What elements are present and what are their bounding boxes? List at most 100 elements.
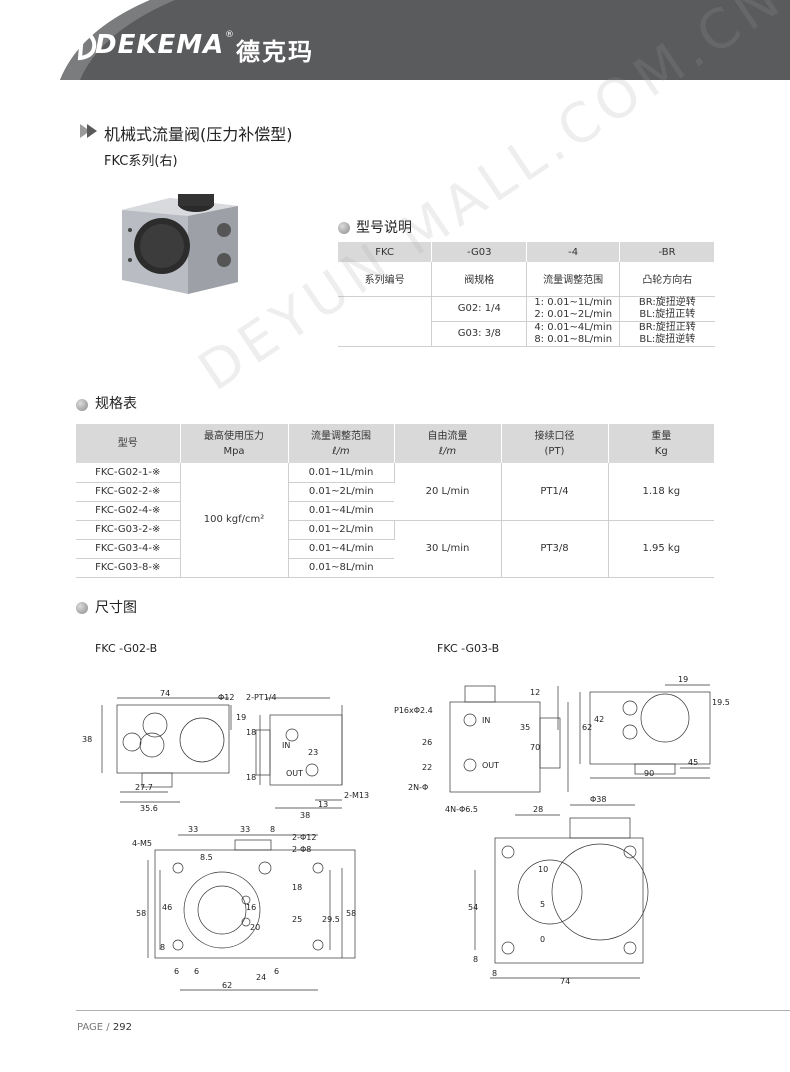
model-dir-1: BR:旋扭逆转 xyxy=(638,296,696,308)
model-dir-4: BL:旋扭逆转 xyxy=(639,333,696,345)
dim-text: 2-Φ8 xyxy=(292,845,311,854)
spec-flow-cell: 0.01~2L/min xyxy=(288,520,395,540)
dim-text: 54 xyxy=(468,903,478,912)
spec-header-freeflow-l1: 自由流量 xyxy=(427,430,468,442)
dim-text: 25 xyxy=(292,915,302,924)
dim-text: 2-PT1/4 xyxy=(246,693,277,702)
dim-text: 8 xyxy=(473,955,478,964)
model-header-size: -G03 xyxy=(431,242,528,262)
table-row: FKC-G02-2-※ 0.01~2L/min xyxy=(76,482,714,502)
dim-text: 12 xyxy=(530,688,540,697)
spec-weight-g02: 1.18 kg xyxy=(608,463,714,521)
spec-header-port-l2: (PT) xyxy=(544,445,565,457)
model-flow-2: 2: 0.01~2L/min xyxy=(534,308,613,320)
spec-flow-cell: 0.01~4L/min xyxy=(288,501,394,521)
dim-text: 6 xyxy=(194,967,199,976)
spec-flow-cell: 0.01~1L/min xyxy=(288,463,395,483)
brand-chinese-name: 德克玛 xyxy=(236,38,314,66)
dim-text: 13 xyxy=(318,800,328,809)
model-flow-1: 1: 0.01~1L/min xyxy=(534,296,613,308)
dim-text: 8 xyxy=(160,943,165,952)
dim-text: 62 xyxy=(582,723,592,732)
dim-text: 58 xyxy=(136,909,146,918)
dim-text: 46 xyxy=(162,903,172,912)
dim-text: 6 xyxy=(174,967,179,976)
spec-header-freeflow-l2: ℓ/m xyxy=(438,445,457,457)
dim-text: 5 xyxy=(540,900,545,909)
table-row: FKC-G02-4-※ 0.01~4L/min xyxy=(76,501,714,521)
dim-text: 33 xyxy=(240,825,250,834)
dim-text: 42 xyxy=(594,715,604,724)
dim-text: IN xyxy=(482,716,490,725)
model-header-flow: -4 xyxy=(526,242,621,262)
dim-text: 0 xyxy=(540,935,545,944)
spec-model-cell: FKC-G02-1-※ xyxy=(76,463,181,483)
dim-text: Φ12 xyxy=(218,693,234,702)
dim-text: 28 xyxy=(533,805,543,814)
dim-text: 45 xyxy=(688,758,698,767)
dim-text: OUT xyxy=(482,761,499,770)
spec-header-flow-l2: ℓ/m xyxy=(332,445,350,457)
title-arrow-icon xyxy=(80,124,97,138)
page-number: PAGE / 292 xyxy=(77,1022,132,1033)
model-section-bullet-icon xyxy=(338,222,350,234)
model-desc-series: 系列编号 xyxy=(338,262,433,297)
dim-text: P16xΦ2.4 xyxy=(394,706,433,715)
dim-text: 27.7 xyxy=(135,783,153,792)
spec-header-model-l1: 型号 xyxy=(117,438,138,449)
spec-port-g03: PT3/8 xyxy=(501,520,609,578)
dim-text: 24 xyxy=(256,973,266,982)
model-desc-direction: 凸轮方向右 xyxy=(619,262,715,297)
dim-section-heading: 尺寸图 xyxy=(95,600,137,616)
dim-text: 23 xyxy=(308,748,318,757)
spec-header-weight-l2: Kg xyxy=(654,445,668,457)
brand-wordmark: DEKEMA xyxy=(95,30,225,60)
spec-pressure-cell: 100 kgf/cm² xyxy=(180,463,289,578)
page-label: PAGE / xyxy=(77,1022,110,1033)
dim-text: 35.6 xyxy=(140,804,158,813)
spec-header-weight-l1: 重量 xyxy=(651,430,672,442)
drawing-label-g03: FKC -G03-B xyxy=(437,642,500,655)
dim-text: 19 xyxy=(236,713,246,722)
dim-text: Φ38 xyxy=(590,795,606,804)
dim-text: 70 xyxy=(530,743,540,752)
dim-text: 22 xyxy=(422,763,432,772)
dim-text: 29.5 xyxy=(322,915,340,924)
model-flow-cell-1: 1: 0.01~1L/min 2: 0.01~2L/min xyxy=(526,296,621,322)
dim-text: 16 xyxy=(246,903,256,912)
spec-header-pressure-l1: 最高使用压力 xyxy=(204,430,264,442)
dim-text: 8 xyxy=(492,969,497,978)
spec-weight-g03: 1.95 kg xyxy=(608,520,714,578)
dim-text: 10 xyxy=(538,865,548,874)
footer-divider xyxy=(76,1010,790,1011)
brand-registered-mark: ® xyxy=(225,30,234,40)
dim-text: 74 xyxy=(160,689,170,698)
model-flow-4: 4: 0.01~4L/min xyxy=(534,321,613,333)
product-photo xyxy=(122,194,238,294)
dim-text: 20 xyxy=(250,923,260,932)
spec-section-bullet-icon xyxy=(76,399,88,411)
dimension-drawings: 74 Φ12 19 38 27.7 35.6 2-PT1/4 18 18 23 … xyxy=(82,675,730,991)
spec-flow-cell: 0.01~2L/min xyxy=(288,482,394,502)
table-row: FKC-G03-8-※ 0.01~8L/min xyxy=(76,558,714,578)
dim-text: 8.5 xyxy=(200,853,213,862)
dim-text: 18 xyxy=(292,883,302,892)
dim-text: 2N-Φ xyxy=(408,783,428,792)
dim-text: 2-M13 xyxy=(344,791,369,800)
model-dir-3: BR:旋扭正转 xyxy=(638,321,696,333)
spec-flow-cell: 0.01~4L/min xyxy=(288,539,394,559)
dim-text: 2-Φ12 xyxy=(292,833,316,842)
header-curve-shape xyxy=(0,0,175,80)
dim-text: 4N-Φ6.5 xyxy=(445,805,478,814)
dim-text: 58 xyxy=(346,909,356,918)
spec-freeflow-g03: 30 L/min xyxy=(394,520,502,578)
dim-section-bullet-icon xyxy=(76,602,88,614)
dim-text: 18 xyxy=(246,773,256,782)
model-section-heading: 型号说明 xyxy=(356,220,412,236)
dim-text: OUT xyxy=(286,769,303,778)
page-subtitle: FKC系列(右) xyxy=(104,154,178,169)
dim-text: 38 xyxy=(82,735,92,744)
spec-model-cell: FKC-G02-4-※ xyxy=(76,501,181,521)
dim-text: 8 xyxy=(270,825,275,834)
